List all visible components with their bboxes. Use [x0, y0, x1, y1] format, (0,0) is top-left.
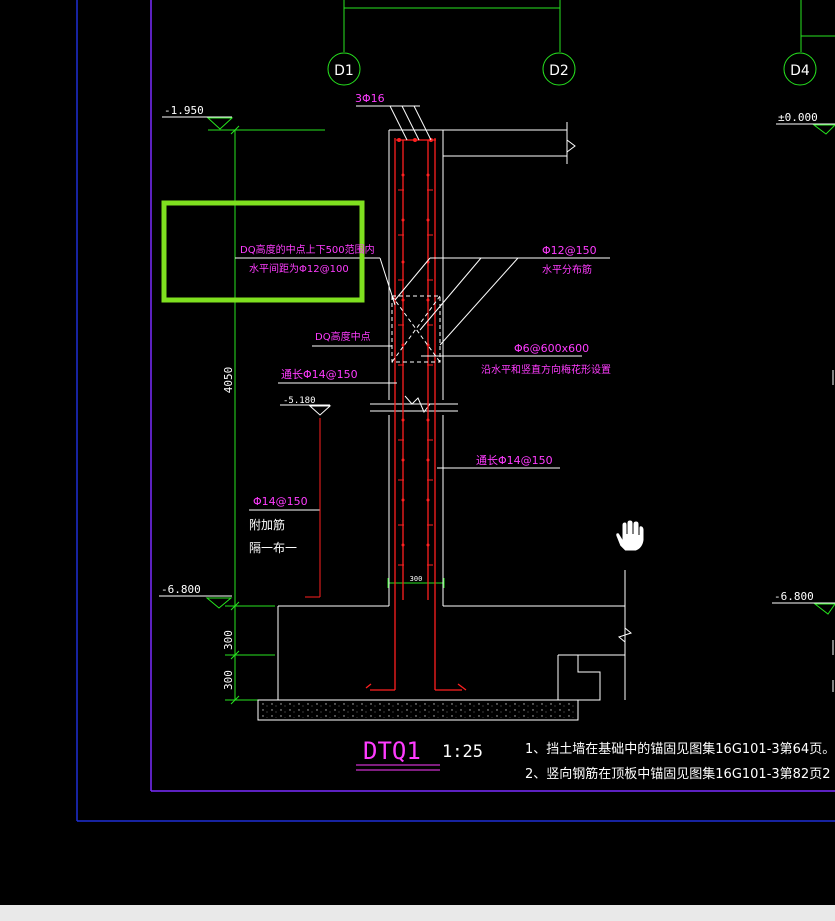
note-2: 2、竖向钢筋在顶板中锚固见图集16G101-3第82页2 — [525, 766, 830, 782]
midheight-zone — [391, 295, 441, 363]
axis-bubble-d2 — [542, 52, 576, 86]
rebar-ties — [398, 189, 433, 566]
wall-outline — [258, 122, 633, 701]
status-bar — [0, 905, 835, 921]
svg-text:DQ高度中点: DQ高度中点 — [315, 330, 371, 343]
svg-text:±0.000: ±0.000 — [778, 111, 818, 124]
highlight-box[interactable] — [161, 200, 365, 303]
leader-lines — [235, 105, 610, 511]
rebar-annotations: 3Φ16 Φ12@150 水平分布筋 Φ6@600x600 沿水平和竖直方向梅花… — [249, 92, 611, 555]
svg-text:-6.800: -6.800 — [774, 590, 814, 603]
svg-text:300: 300 — [410, 575, 423, 583]
highlight-line1: DQ高度的中点上下500范围内 — [240, 243, 375, 256]
elevation-bottom-left: -6.800 — [159, 583, 233, 609]
highlight-line2: 水平间距为Φ12@100 — [249, 262, 349, 275]
svg-text:附加筋: 附加筋 — [249, 517, 285, 532]
elevation-top-left: -1.950 — [162, 104, 325, 131]
svg-text:4050: 4050 — [222, 367, 235, 394]
svg-text:水平分布筋: 水平分布筋 — [542, 263, 592, 276]
highlight-annotation[interactable]: DQ高度的中点上下500范围内 水平间距为Φ12@100 — [161, 200, 375, 303]
axis-label-d2: D2 — [549, 63, 569, 79]
elevation-top-right: ±0.000 — [776, 111, 835, 135]
svg-text:-1.950: -1.950 — [164, 104, 204, 117]
svg-text:3Φ16: 3Φ16 — [355, 92, 385, 105]
svg-text:300: 300 — [222, 670, 235, 690]
svg-text:Φ12@150: Φ12@150 — [542, 244, 597, 257]
svg-text:300: 300 — [222, 630, 235, 650]
svg-text:Φ14@150: Φ14@150 — [253, 495, 308, 508]
axis-grid: D1 D2 D4 — [327, 0, 835, 86]
svg-text:-6.800: -6.800 — [161, 583, 201, 596]
title-name: DTQ1 — [363, 737, 421, 765]
svg-text:Φ6@600x600: Φ6@600x600 — [514, 342, 589, 355]
axis-label-d4: D4 — [790, 63, 810, 79]
hand-cursor-icon — [615, 519, 645, 552]
dimension-lines: 4050 300 300 300 — [222, 125, 445, 705]
foundation-hatch — [257, 654, 601, 721]
drawing-title: DTQ1 1:25 — [356, 737, 483, 771]
svg-text:隔一布一: 隔一布一 — [249, 541, 297, 555]
title-scale: 1:25 — [442, 742, 483, 762]
elevation-mid-left: -5.180 — [280, 396, 332, 416]
note-1: 1、挡土墙在基础中的锚固见图集16G101-3第64页。 — [525, 741, 835, 757]
rebar-vertical — [365, 138, 467, 691]
elevation-bottom-right: -6.800 — [772, 590, 835, 615]
axis-label-d1: D1 — [334, 63, 354, 79]
additional-bar — [305, 418, 321, 598]
svg-text:通长Φ14@150: 通长Φ14@150 — [476, 454, 553, 467]
svg-text:通长Φ14@150: 通长Φ14@150 — [281, 368, 358, 381]
svg-text:-5.180: -5.180 — [283, 396, 316, 406]
general-notes: 1、挡土墙在基础中的锚固见图集16G101-3第64页。 2、竖向钢筋在顶板中锚… — [525, 741, 835, 782]
axis-bubble-d1 — [327, 52, 361, 86]
axis-bubble-d4 — [783, 52, 817, 86]
svg-text:沿水平和竖直方向梅花形设置: 沿水平和竖直方向梅花形设置 — [481, 363, 611, 376]
